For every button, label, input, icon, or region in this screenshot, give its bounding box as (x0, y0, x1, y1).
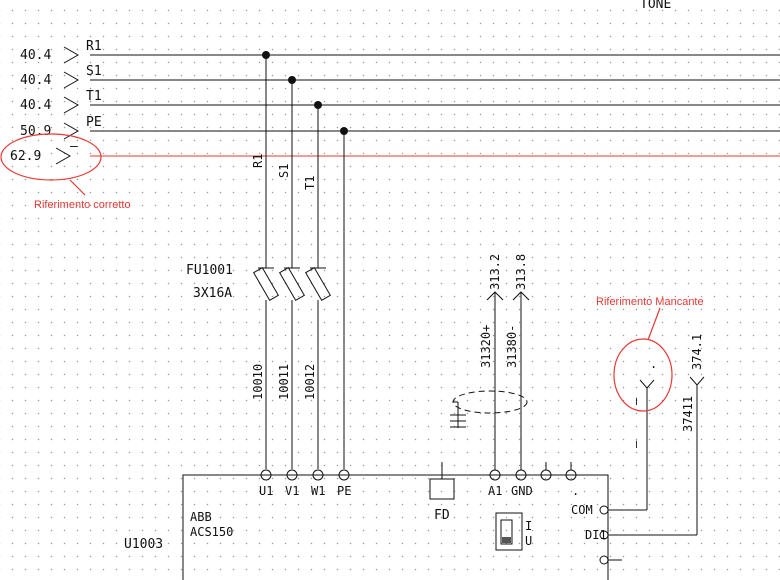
drive-model: ACS150 (190, 525, 233, 539)
drive-tag: U1003 (124, 537, 163, 552)
terminal-icon (260, 469, 272, 481)
ref-arrow-icon (639, 379, 655, 389)
ref-row-3[interactable]: 40.4 T1 (20, 89, 102, 114)
annotation-missing: Riferimento Mancante (596, 296, 704, 308)
ref-arrow-icon (63, 96, 80, 114)
ref-arrow-icon (512, 291, 530, 301)
svg-text:U: U (525, 534, 532, 548)
net-name: T1 (86, 89, 102, 104)
annotation-circle-correct (0, 133, 102, 181)
terminal-label: A1 (488, 484, 502, 498)
wire-label: T1 (303, 176, 317, 190)
io-label-com: COM (571, 503, 593, 517)
wire-number: 10011 (277, 364, 291, 400)
fuse-group[interactable] (252, 266, 332, 302)
wire-number: 10010 (251, 364, 265, 400)
shield-ellipse (452, 390, 528, 414)
fuse-icon (252, 266, 280, 302)
terminal-icon (286, 469, 298, 481)
ref-arrow-icon (63, 46, 80, 64)
top-label: TONE (640, 0, 671, 12)
annotation-circle-missing (613, 338, 673, 412)
ref-row-2[interactable]: 40.4 S1 (20, 64, 102, 89)
missing-mark: . (650, 357, 657, 371)
terminal-label: W1 (311, 484, 325, 498)
terminal-label: U1 (259, 484, 273, 498)
net-name: – (70, 139, 78, 154)
ref-number: 40.4 (20, 48, 51, 63)
signal-ref: 374.1 (690, 334, 704, 370)
ref-arrow-icon (486, 291, 504, 301)
fuse-rating: 3X16A (193, 286, 232, 301)
terminal-icon[interactable] (599, 505, 609, 515)
svg-text:I: I (525, 519, 532, 533)
ref-arrow-icon (63, 122, 80, 140)
annotation-correct: Riferimento corretto (34, 199, 131, 211)
ref-number: 50.9 (20, 124, 51, 139)
fuse-icon (304, 266, 332, 302)
terminal-label: . (572, 484, 579, 498)
terminal-icon (312, 469, 324, 481)
drive-box[interactable] (182, 474, 609, 580)
missing-mark: – (629, 440, 643, 448)
missing-mark: – (629, 397, 643, 405)
ref-arrow-icon (63, 71, 80, 89)
fd-box[interactable] (429, 478, 455, 500)
switch-icon[interactable]: I U (495, 512, 532, 551)
fuse-icon (278, 266, 306, 302)
net-name: S1 (86, 64, 102, 79)
terminal-icon[interactable] (599, 555, 609, 565)
signal-wire-number: 37411 (681, 396, 695, 432)
ref-number: 40.4 (20, 73, 51, 88)
terminal-label: PE (337, 484, 351, 498)
wire-label: R1 (251, 154, 265, 168)
wire-label: S1 (277, 164, 291, 178)
ref-row-4[interactable]: 50.9 PE (20, 115, 102, 140)
terminal-label: GND (511, 484, 533, 498)
ref-arrow-icon (55, 147, 72, 165)
ref-arrow-icon (689, 376, 705, 386)
ref-number: 40.4 (20, 98, 51, 113)
ref-row-1[interactable]: 40.4 R1 (20, 39, 102, 64)
fd-label: FD (434, 508, 450, 523)
signal-wire-number: 31320+ (479, 325, 493, 368)
io-label-di1: DI1 (585, 528, 607, 542)
wire-number: 10012 (303, 364, 317, 400)
signal-wire-number: 31380- (505, 325, 519, 368)
ref-row-5[interactable]: 62.9 – (10, 139, 78, 165)
ref-number: 62.9 (10, 149, 41, 164)
terminal-icon (338, 469, 350, 481)
terminal-label: V1 (285, 484, 299, 498)
net-name: PE (86, 115, 102, 130)
fuse-tag: FU1001 (186, 263, 233, 278)
drive-brand: ABB (190, 510, 212, 524)
annotation-leader (647, 307, 661, 341)
annotation-leader (69, 179, 86, 196)
ground-icon (450, 401, 466, 428)
signal-ref: 313.8 (514, 254, 528, 290)
signal-ref: 313.2 (488, 254, 502, 290)
net-name: R1 (86, 39, 102, 54)
